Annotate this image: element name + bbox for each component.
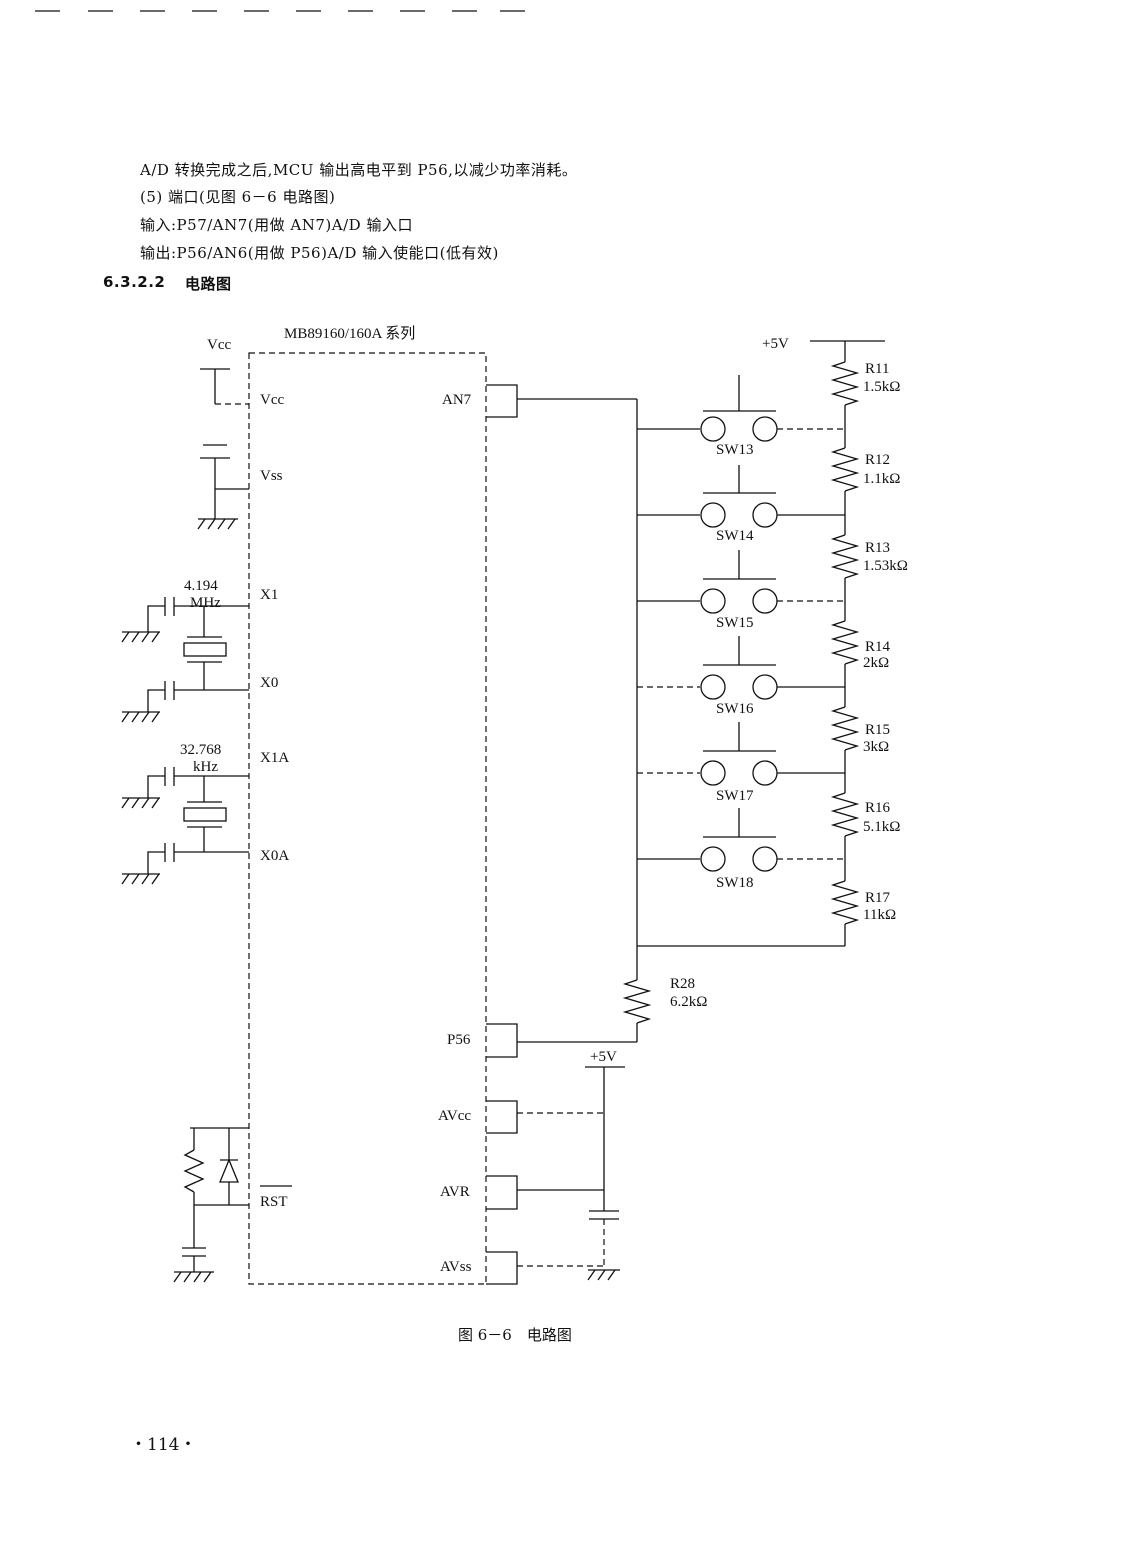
vcc-supply-label: Vcc (207, 337, 231, 353)
r17-value: 11kΩ (863, 907, 896, 923)
r28-value: 6.2kΩ (670, 994, 707, 1010)
paragraph-line-1: A/D 转换完成之后,MCU 输出高电平到 P56,以减少功率消耗。 (140, 161, 578, 179)
sw15-label: SW15 (716, 615, 754, 631)
r15-name: R15 (865, 722, 890, 738)
section-number: 6.3.2.2 (103, 273, 166, 291)
sw18-label: SW18 (716, 875, 754, 891)
r16-name: R16 (865, 800, 891, 816)
figure-caption: 图 6－6 电路图 (458, 1326, 572, 1344)
chip-title: MB89160/160A 系列 (284, 325, 415, 342)
paragraph-line-3: 输入:P57/AN7(用做 AN7)A/D 输入口 (140, 216, 413, 234)
r11-name: R11 (865, 361, 889, 377)
r14-value: 2kΩ (863, 655, 889, 671)
analog-supply-wiring (486, 1066, 625, 1285)
pin-label-an7: AN7 (442, 392, 472, 408)
crystal2-frequency: 32.768 (180, 742, 221, 758)
pin-label-vcc: Vcc (260, 392, 284, 408)
r11-value: 1.5kΩ (863, 379, 900, 395)
r17-name: R17 (865, 890, 891, 906)
r16-value: 5.1kΩ (863, 819, 900, 835)
switch-sw15 (637, 550, 845, 614)
supply-top-label: +5V (762, 336, 789, 352)
crystal-oscillator-1 (121, 597, 249, 723)
r28-name: R28 (670, 976, 695, 992)
resistor-ladder (830, 341, 860, 946)
an7-wiring (486, 384, 845, 975)
sw14-label: SW14 (716, 528, 754, 544)
r13-value: 1.53kΩ (863, 558, 908, 574)
supply-bottom-label: +5V (590, 1049, 617, 1065)
reset-circuit (173, 1127, 249, 1283)
pin-label-x0a: X0A (260, 848, 289, 864)
mcu-chip-outline (248, 352, 487, 1285)
page-number: ・114・ (130, 1435, 197, 1455)
r12-name: R12 (865, 452, 890, 468)
pin-label-avss: AVss (440, 1259, 472, 1275)
sw13-label: SW13 (716, 442, 754, 458)
r15-value: 3kΩ (863, 739, 889, 755)
crystal1-unit: MHz (190, 595, 221, 611)
pin-label-x0: X0 (260, 675, 278, 691)
pin-label-avcc: AVcc (438, 1108, 471, 1124)
switch-sw13 (637, 375, 845, 442)
r14-name: R14 (865, 639, 891, 655)
paragraph-line-2: (5) 端口(见图 6－6 电路图) (140, 188, 336, 206)
crystal-oscillator-2 (121, 767, 249, 885)
switch-sw17 (637, 722, 845, 786)
section-title: 电路图 (185, 275, 232, 293)
switch-sw16 (637, 636, 845, 700)
r12-value: 1.1kΩ (863, 471, 900, 487)
vcc-vss-wiring (197, 368, 249, 530)
pin-label-x1: X1 (260, 587, 278, 603)
pin-label-avr: AVR (440, 1184, 470, 1200)
pin-label-x1a: X1A (260, 750, 289, 766)
pin-label-rst: RST (260, 1194, 288, 1210)
switch-sw14 (637, 465, 845, 528)
resistor-r28 (486, 975, 652, 1058)
sw16-label: SW16 (716, 701, 754, 717)
paragraph-line-4: 输出:P56/AN6(用做 P56)A/D 输入使能口(低有效) (140, 244, 499, 262)
pin-label-vss: Vss (260, 468, 283, 484)
r13-name: R13 (865, 540, 890, 556)
crystal2-unit: kHz (193, 759, 218, 775)
switch-sw18 (637, 808, 845, 872)
sw17-label: SW17 (716, 788, 754, 804)
crystal1-frequency: 4.194 (184, 578, 218, 594)
pin-label-p56: P56 (447, 1032, 471, 1048)
